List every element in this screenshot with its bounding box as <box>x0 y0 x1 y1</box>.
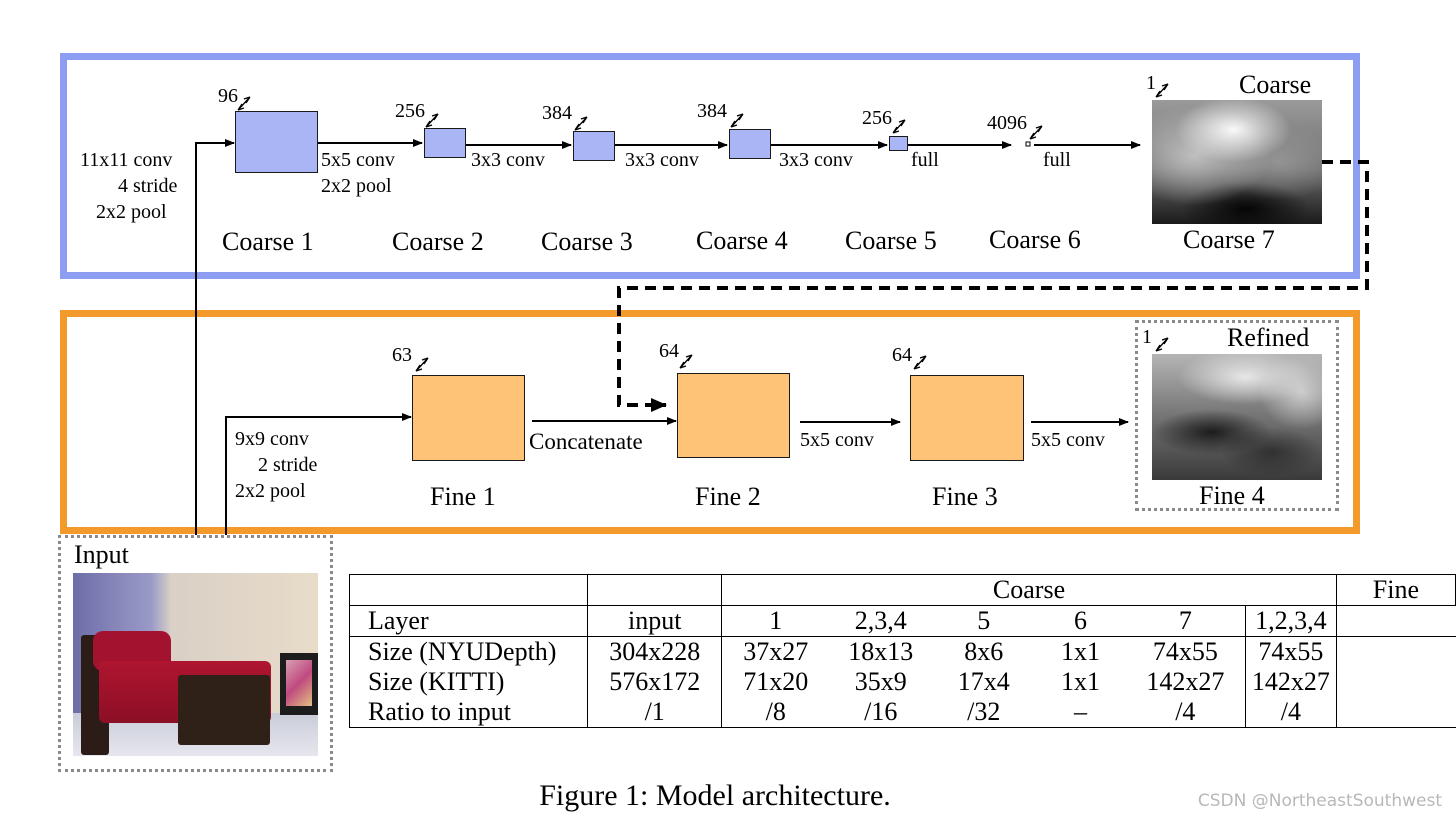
table-group-coarse: Coarse <box>721 574 1337 606</box>
coarse-5-depth: 256 <box>862 107 892 129</box>
coarse-input-op-3: 2x2 pool <box>96 201 167 223</box>
coarse-op-1-2-pool: 2x2 pool <box>321 175 392 197</box>
fine-op-concatenate: Concatenate <box>529 429 643 454</box>
photo-picture-frame <box>280 653 318 715</box>
fine-3-depth: 64 <box>892 344 912 366</box>
fine-1-depth: 63 <box>392 344 412 366</box>
coarse-op-4-5: 3x3 conv <box>779 149 853 171</box>
fine-input-op-1: 9x9 conv <box>235 428 309 450</box>
coarse-4-label: Coarse 4 <box>696 226 788 255</box>
table-row: Ratio to input /1 /8 /16 /32 – /4 /4 <box>348 697 1456 728</box>
fine-op-3-4: 5x5 conv <box>1031 429 1105 451</box>
fine-4-depth: 1 <box>1142 326 1152 348</box>
table-row: Size (KITTI) 576x172 71x20 35x9 17x4 1x1… <box>348 667 1456 697</box>
fine-2-label: Fine 2 <box>695 482 761 511</box>
fine-1-label: Fine 1 <box>430 482 496 511</box>
coarse-output-title: Coarse <box>1239 70 1312 99</box>
coarse-1-block <box>235 111 318 173</box>
fine-network-frame <box>60 310 1360 534</box>
photo-footboard <box>178 675 270 745</box>
table-group-row: Coarse Fine <box>348 574 1456 606</box>
fine-2-depth: 64 <box>659 340 679 362</box>
fine-op-2-3: 5x5 conv <box>800 429 874 451</box>
coarse-op-2-3: 3x3 conv <box>471 149 545 171</box>
coarse-2-block <box>424 128 466 158</box>
coarse-6-depth: 4096 <box>987 112 1027 134</box>
fine-1-block <box>412 375 525 461</box>
table-group-fine: Fine <box>1335 574 1456 606</box>
fine-3-block <box>910 375 1024 461</box>
input-bedroom-photo <box>73 573 318 756</box>
coarse-op-3-4: 3x3 conv <box>625 149 699 171</box>
refined-depth-map-image <box>1152 354 1322 480</box>
coarse-4-depth: 384 <box>697 100 727 122</box>
fine-2-block <box>677 373 790 458</box>
watermark: CSDN @NortheastSouthwest <box>1197 791 1442 811</box>
coarse-7-depth: 1 <box>1146 72 1156 94</box>
coarse-depth-map-image <box>1152 100 1322 224</box>
coarse-input-op-1: 11x11 conv <box>80 149 173 171</box>
coarse-5-block <box>889 136 908 151</box>
coarse-1-label: Coarse 1 <box>222 227 314 256</box>
coarse-network-frame <box>60 53 1360 279</box>
fine-input-op-2: 2 stride <box>258 454 318 476</box>
coarse-2-label: Coarse 2 <box>392 227 484 256</box>
coarse-3-block <box>573 131 615 161</box>
coarse-op-5-6: full <box>911 149 939 171</box>
input-frame <box>58 535 333 772</box>
coarse-5-label: Coarse 5 <box>845 226 937 255</box>
refined-output-frame <box>1135 320 1339 511</box>
fine-3-label: Fine 3 <box>932 482 998 511</box>
fine-4-label: Fine 4 <box>1199 481 1265 510</box>
figure-caption: Figure 1: Model architecture. <box>539 779 891 812</box>
coarse-4-block <box>729 129 771 159</box>
coarse-op-1-2-conv: 5x5 conv <box>321 149 395 171</box>
coarse-3-label: Coarse 3 <box>541 227 633 256</box>
input-title: Input <box>74 540 129 569</box>
table-row: Size (NYUDepth) 304x228 37x27 18x13 8x6 … <box>348 636 1456 667</box>
coarse-2-depth: 256 <box>395 100 425 122</box>
layer-size-table: Coarse Fine Layer input 1 2,3,4 5 6 7 1,… <box>348 574 1456 728</box>
fine-input-op-3: 2x2 pool <box>235 480 306 502</box>
coarse-6-label: Coarse 6 <box>989 225 1081 254</box>
refined-output-title: Refined <box>1227 323 1310 352</box>
coarse-7-label: Coarse 7 <box>1183 225 1275 254</box>
coarse-3-depth: 384 <box>542 102 572 124</box>
coarse-1-depth: 96 <box>218 85 238 107</box>
table-header-row: Layer input 1 2,3,4 5 6 7 1,2,3,4 <box>348 605 1456 637</box>
coarse-input-op-2: 4 stride <box>118 175 178 197</box>
coarse-op-6-7: full <box>1043 149 1071 171</box>
